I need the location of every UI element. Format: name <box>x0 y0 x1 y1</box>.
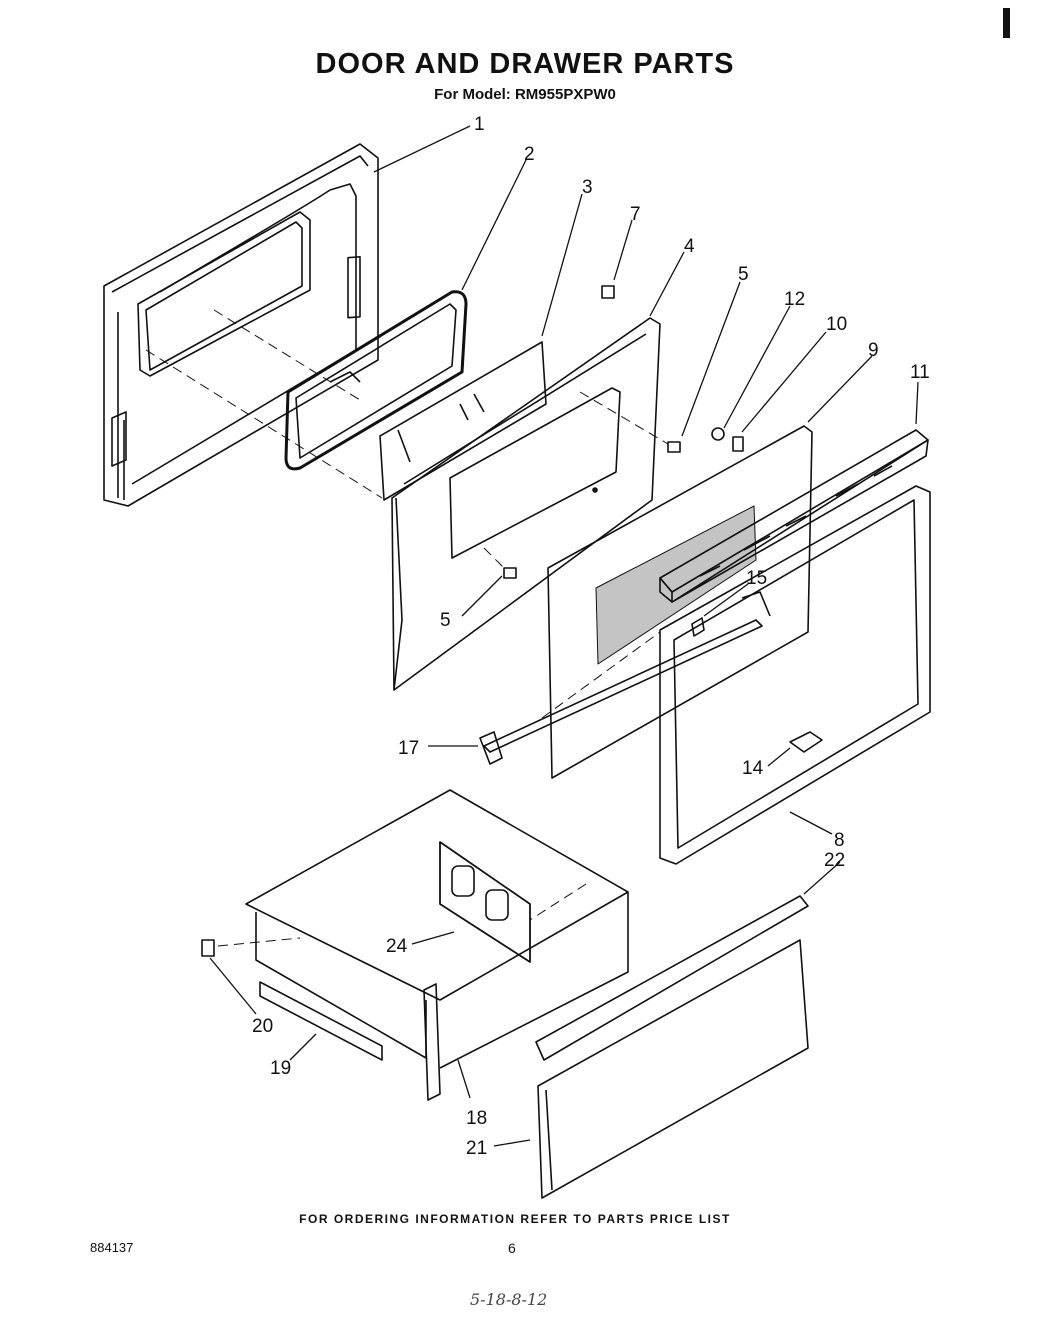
assembly-lines <box>145 309 669 947</box>
callout-11: 11 <box>910 362 930 383</box>
callout-17: 17 <box>398 738 419 759</box>
callout-labels: 1 2 3 7 4 5 12 10 9 11 15 5 17 14 8 22 2… <box>252 114 930 1159</box>
callout-14: 14 <box>742 758 764 779</box>
callout-22: 22 <box>824 850 845 871</box>
model-line: For Model: RM955PXPW0 <box>434 86 616 103</box>
handwritten-note: 5-18-8-12 <box>470 1290 548 1309</box>
callout-5-left: 5 <box>440 610 451 631</box>
part-5-clips <box>503 441 681 579</box>
callout-5-top: 5 <box>738 264 749 285</box>
callout-10: 10 <box>826 314 847 335</box>
part-4-inner-liner <box>391 317 661 691</box>
page-title: DOOR AND DRAWER PARTS <box>315 48 735 80</box>
part-12-screw <box>711 427 725 441</box>
part-14-latch <box>789 731 823 753</box>
callout-18: 18 <box>466 1108 487 1129</box>
callout-20: 20 <box>252 1016 273 1037</box>
part-3-glass <box>379 341 547 501</box>
callout-3: 3 <box>582 177 593 198</box>
callout-12: 12 <box>784 289 805 310</box>
part-20-clip <box>201 939 215 957</box>
part-15-bracket <box>691 617 705 637</box>
part-11-vent-bar <box>659 429 929 603</box>
part-1-outer-door <box>103 143 379 507</box>
part-18-slide <box>423 983 441 1101</box>
part-8-door-frame <box>659 485 931 865</box>
callout-4: 4 <box>684 236 695 257</box>
callout-7: 7 <box>630 204 641 225</box>
ordering-note: FOR ORDERING INFORMATION REFER TO PARTS … <box>299 1212 731 1226</box>
callout-21: 21 <box>466 1138 487 1159</box>
part-19-rail <box>259 981 383 1061</box>
callout-9: 9 <box>868 340 879 361</box>
document-number: 884137 <box>90 1240 134 1255</box>
part-21-drawer-front <box>537 939 809 1199</box>
callout-2: 2 <box>524 144 535 165</box>
page-number: 6 <box>508 1240 516 1256</box>
part-22-trim-strip <box>535 895 809 1061</box>
callout-8: 8 <box>834 830 845 851</box>
corner-registration-mark <box>1003 8 1010 38</box>
callout-24: 24 <box>386 936 408 957</box>
leader-lines <box>209 125 919 1147</box>
callout-19: 19 <box>270 1058 291 1079</box>
callout-1: 1 <box>474 114 485 135</box>
part-2-gasket <box>284 290 468 471</box>
part-9-window-panel <box>547 425 813 779</box>
part-10-clip <box>732 436 744 452</box>
part-7-bumper <box>601 285 615 299</box>
callout-15: 15 <box>746 568 767 589</box>
